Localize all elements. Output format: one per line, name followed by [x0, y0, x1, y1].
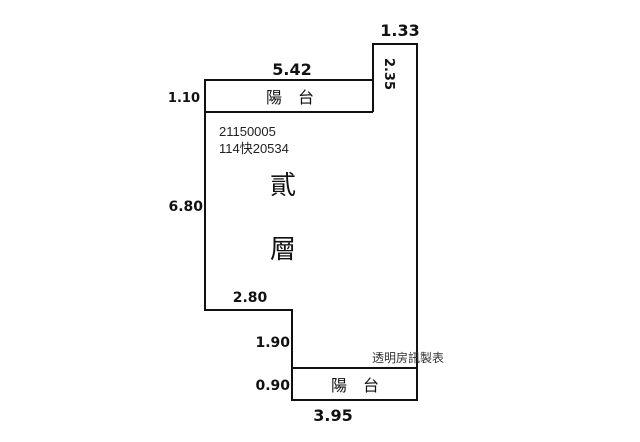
- floor-label-1: 貳: [270, 171, 296, 201]
- dim-right-wing-width: 1.33: [380, 21, 419, 40]
- bottom-balcony-label: 陽 台: [331, 376, 379, 395]
- watermark: 透明房訊製表: [372, 350, 444, 365]
- dim-right-wing-offset: 2.35: [381, 58, 396, 90]
- dim-top-balcony-depth: 1.10: [168, 91, 200, 106]
- top-balcony-label: 陽 台: [266, 88, 314, 107]
- dim-left-height: 6.80: [168, 199, 203, 215]
- dim-top-balcony-width: 5.42: [272, 60, 311, 79]
- dim-bottom-balcony-depth: 0.90: [255, 378, 290, 394]
- dim-step-width: 2.80: [233, 290, 268, 306]
- dim-bottom-balcony-width: 3.95: [313, 406, 352, 425]
- code-line-1: 21150005: [219, 124, 276, 139]
- floor-label-2: 層: [270, 235, 296, 265]
- dim-step-height: 1.90: [255, 335, 290, 351]
- floor-outline: [204, 43, 418, 401]
- code-line-2: 114快20534: [219, 141, 289, 156]
